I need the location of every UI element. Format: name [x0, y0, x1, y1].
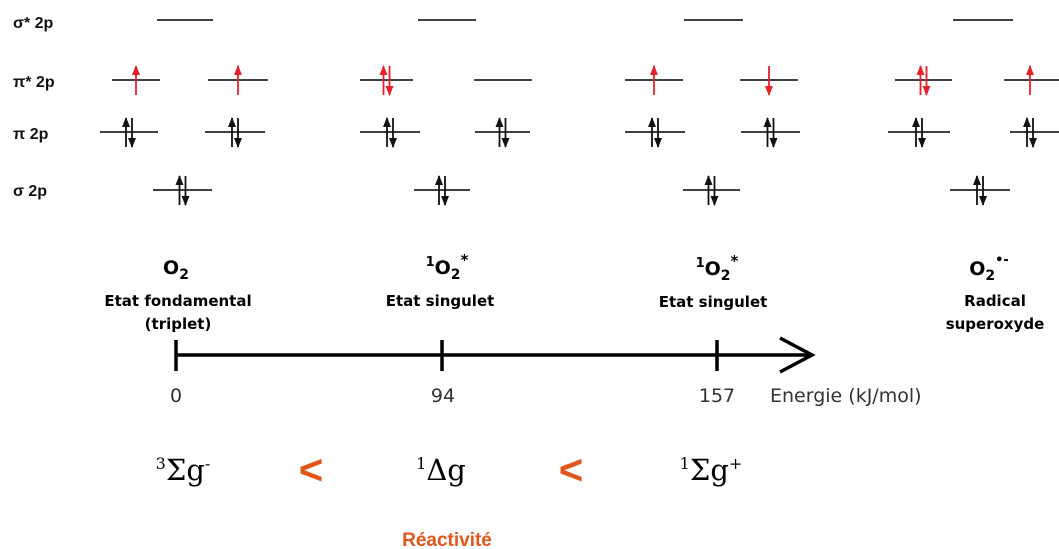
state-desc-2: Etat singulet [386, 292, 495, 310]
tick-label-157: 157 [699, 385, 735, 407]
pi-star-2a-electron-up-head [379, 65, 388, 75]
sigma-2-electron-down-head [441, 196, 449, 206]
term-symbol-2: 1Δg [416, 453, 466, 487]
less-than-sign-1: < [299, 446, 324, 493]
pi-3b-electron-up-head [763, 117, 772, 127]
pi-2b-electron-down-head [501, 138, 510, 148]
term-symbol-1: 3Σg- [156, 453, 211, 487]
sigma-3-electron-up-head [704, 175, 713, 185]
pi-1a-electron-up-head [122, 117, 130, 127]
pi-4a-electron-up-head [912, 117, 920, 127]
reactivity-label: Réactivité [402, 530, 492, 549]
pi-1b-electron-up-head [228, 117, 236, 127]
sigma-4-electron-up-head [973, 175, 981, 185]
pi-star-1a-electron-up-head [132, 65, 140, 75]
pi-3b-electron-down-head [769, 138, 778, 148]
orbital-label-pi: π 2p [13, 126, 49, 143]
pi-4a-electron-down-head [918, 138, 926, 148]
sigma-1-electron-down-head [181, 196, 190, 206]
pi-2a-electron-up-head [383, 117, 391, 127]
pi-2a-electron-down-head [389, 138, 397, 148]
pi-1b-electron-down-head [234, 138, 242, 148]
orbital-label-sigma-star: σ* 2p [13, 15, 54, 32]
state-desc-4a: Radical [964, 292, 1026, 310]
less-than-sign-2: < [559, 446, 584, 493]
term-symbol-3: 1Σg+ [680, 453, 743, 487]
pi-star-3b-electron-down-head [765, 86, 773, 96]
pi-3a-electron-down-head [654, 138, 662, 148]
pi-star-3a-electron-up-head [650, 65, 658, 75]
pi-4b-electron-down-head [1029, 138, 1037, 148]
state-formula-3: 1O2* [696, 252, 739, 284]
orbital-label-pi-star: π* 2p [13, 74, 55, 91]
sigma-4-electron-down-head [979, 196, 987, 206]
pi-4b-electron-up-head [1023, 117, 1031, 127]
state-formula-2: 1O2* [426, 251, 469, 283]
orbital-label-sigma: σ 2p [13, 183, 47, 200]
energy-axis-arrowhead [779, 336, 816, 374]
tick-label-0: 0 [170, 385, 182, 407]
pi-3a-electron-up-head [648, 117, 656, 127]
pi-star-4a-electron-down-head [922, 86, 931, 96]
state-desc-1b: (triplet) [145, 315, 212, 333]
pi-2b-electron-up-head [495, 117, 504, 127]
sigma-2-electron-up-head [435, 175, 443, 185]
pi-star-2a-electron-down-head [385, 86, 394, 96]
orbital-levels [100, 19, 1059, 206]
pi-1a-electron-down-head [128, 138, 136, 148]
state-desc-1a: Etat fondamental [104, 292, 251, 310]
pi-star-4a-electron-up-head [916, 65, 925, 75]
sigma-3-electron-down-head [710, 196, 719, 206]
sigma-1-electron-up-head [175, 175, 184, 185]
state-desc-4b: superoxyde [946, 315, 1045, 333]
state-formula-1: O2 [163, 257, 189, 283]
state-desc-3: Etat singulet [659, 293, 768, 311]
state-formula-4: O2•- [969, 253, 1009, 284]
tick-label-94: 94 [431, 385, 455, 407]
energy-axis-label: Energie (kJ/mol) [770, 385, 922, 407]
pi-star-4b-electron-up-head [1026, 65, 1034, 75]
pi-star-1b-electron-up-head [234, 65, 242, 75]
